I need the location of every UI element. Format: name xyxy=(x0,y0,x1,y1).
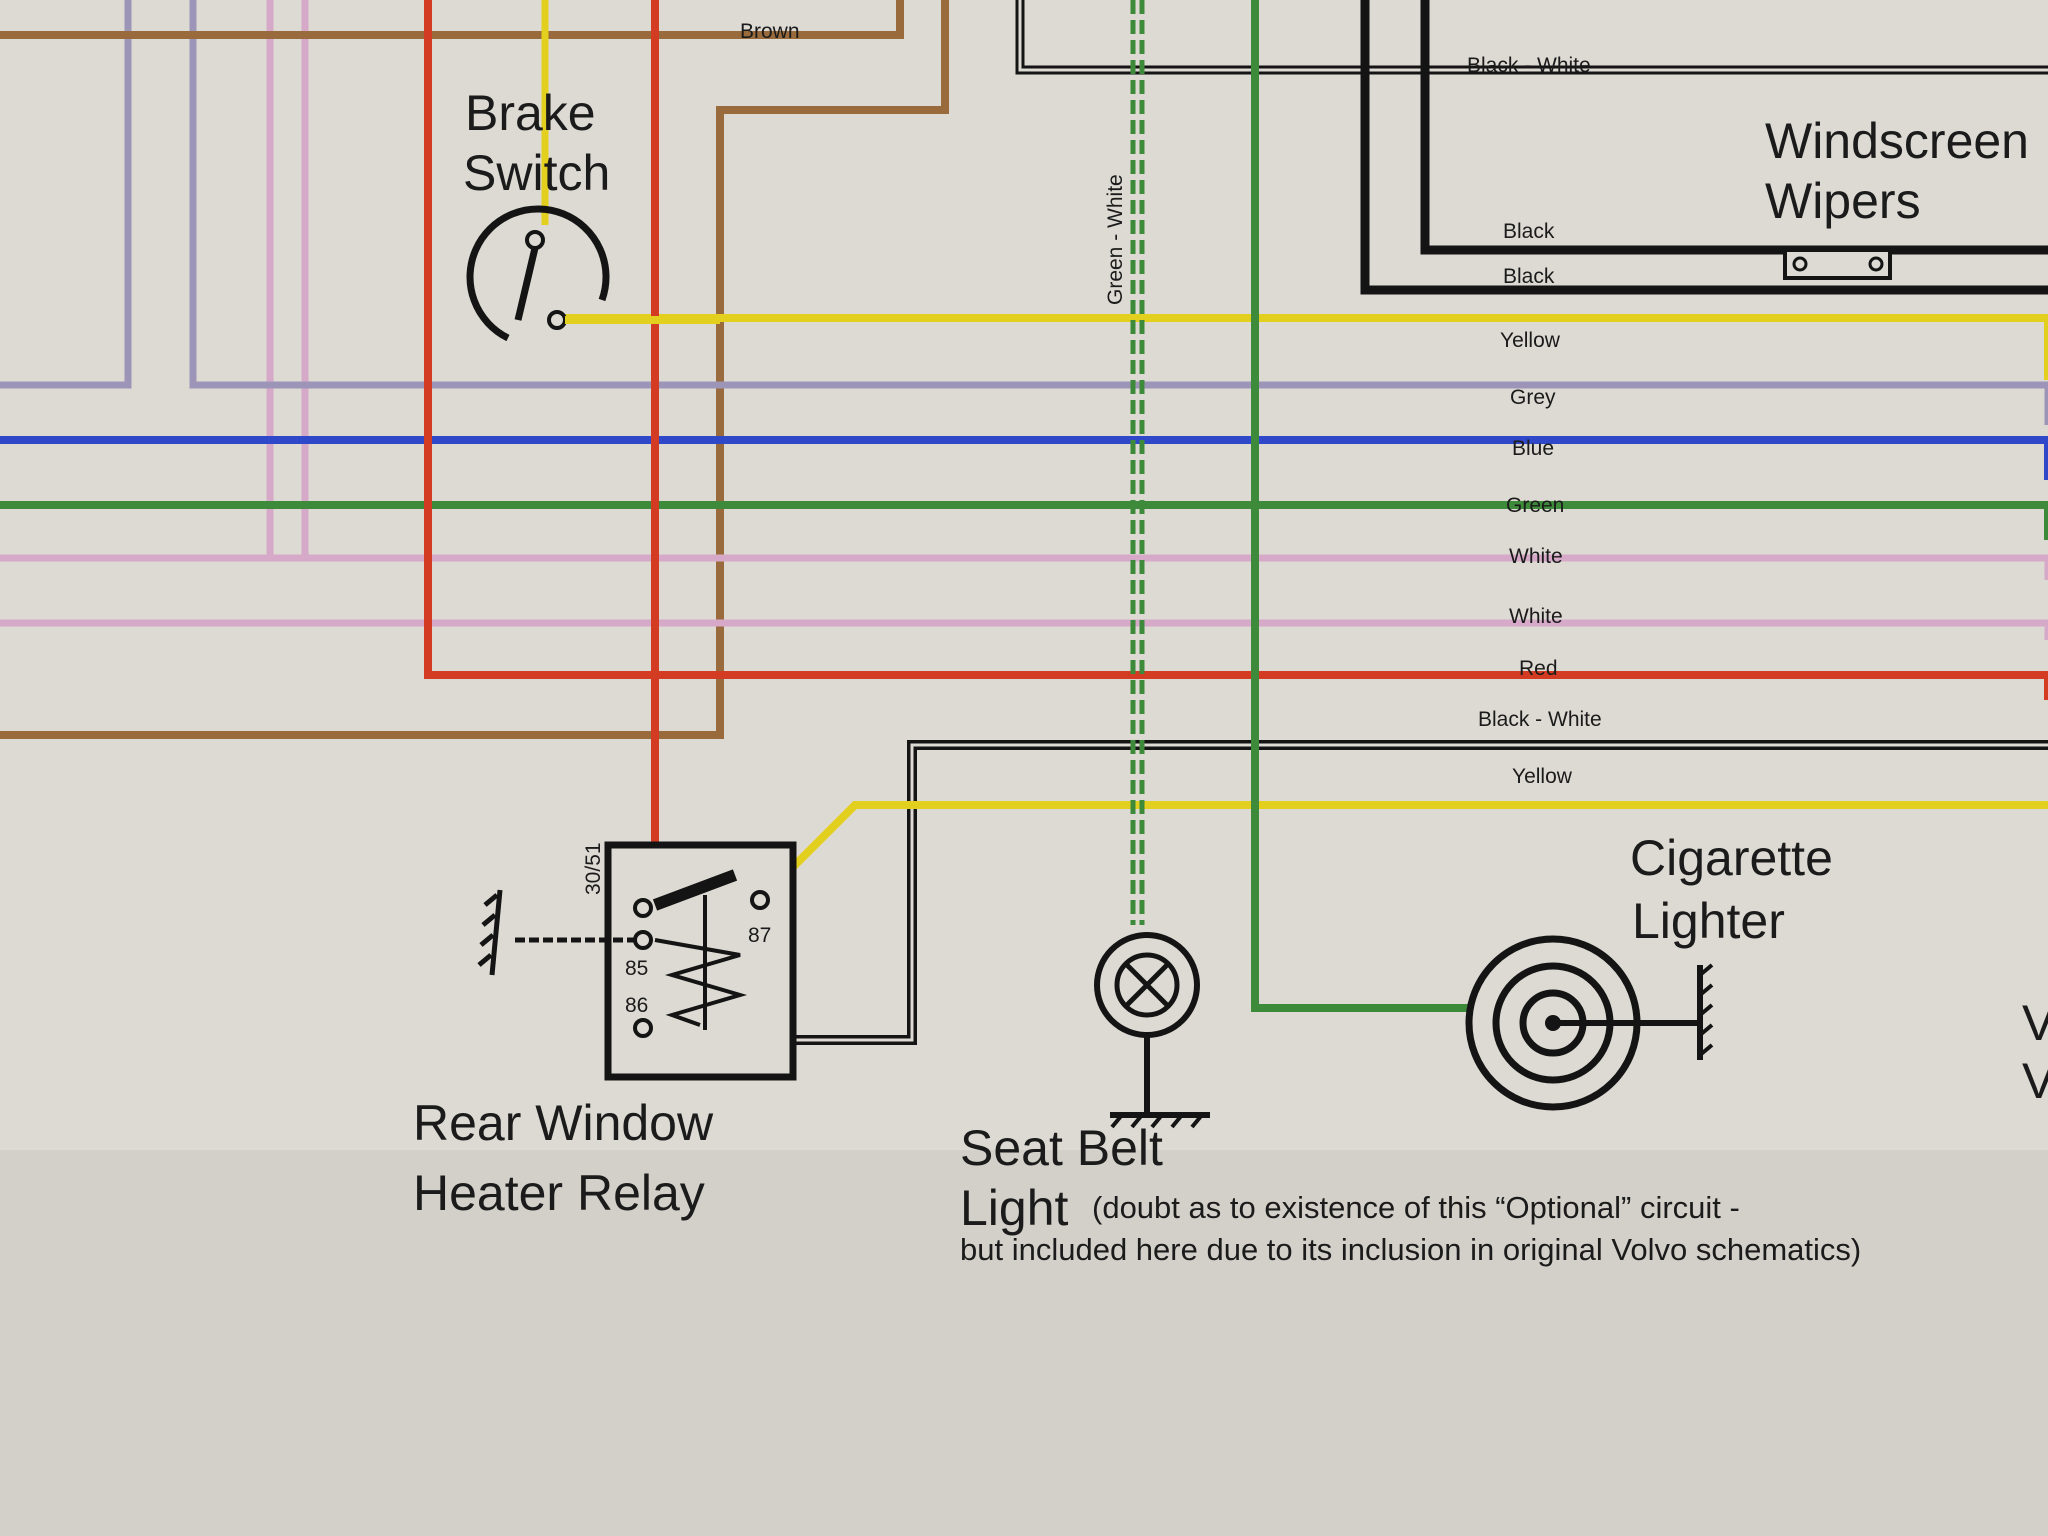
wipers-label-1: Windscreen xyxy=(1765,113,2029,169)
lighter-ground-hatch-3 xyxy=(1698,1003,1714,1017)
seat-belt-label-1: Seat Belt xyxy=(960,1120,1163,1176)
wire-label-black-white-top: Black - White xyxy=(1467,54,1591,77)
lamp-ground-hatch-2 xyxy=(1130,1113,1144,1129)
lamp-ground-hatch-3 xyxy=(1150,1113,1164,1129)
brake-switch-symbol xyxy=(466,205,720,342)
relay-terminal-label-85: 85 xyxy=(625,957,648,980)
wiper-terminal-left xyxy=(1792,256,1808,272)
lighter-label-1: Cigarette xyxy=(1630,830,1833,886)
brake-switch-lever xyxy=(514,247,539,321)
wire-blue-main xyxy=(0,436,2048,480)
wiper-motor-symbol xyxy=(1783,248,1892,280)
brake-switch-contact-top xyxy=(525,230,545,250)
wire-green-lighter xyxy=(1251,0,1470,1012)
relay-ground-bar xyxy=(489,889,503,976)
wire-label-grey: Grey xyxy=(1510,386,1556,409)
relay-label-1: Rear Window xyxy=(413,1095,714,1151)
lamp-cross-2 xyxy=(1124,962,1170,1008)
seat-belt-note-2: but included here due to its inclusion i… xyxy=(960,1232,1861,1267)
paper-shade xyxy=(0,1150,2048,1536)
relay-terminal-85 xyxy=(633,930,653,950)
wire-red-main xyxy=(424,0,2048,700)
relay-terminal-30 xyxy=(633,898,653,918)
wiper-wires xyxy=(1015,0,2048,295)
wiper-terminal-right xyxy=(1868,256,1884,272)
cigarette-lighter-symbol xyxy=(1465,935,1714,1111)
seat-belt-label-2: Light xyxy=(960,1180,1069,1236)
brake-switch-contact-bottom xyxy=(547,310,567,330)
relay-ground-tick-2 xyxy=(481,913,497,927)
wire-label-white-2: White xyxy=(1509,605,1563,628)
wire-black-2 xyxy=(1360,0,2048,295)
wipers-label-2: Wipers xyxy=(1765,173,1921,229)
relay-terminal-label-87: 87 xyxy=(748,924,771,947)
wire-grey-main xyxy=(193,381,2048,425)
wire-label-white-1: White xyxy=(1509,545,1563,568)
wire-green-white xyxy=(1130,0,1145,925)
lighter-ground-hatch xyxy=(1698,963,1714,1057)
relay-ground-tick-4 xyxy=(477,953,493,967)
wire-yellow-main xyxy=(565,314,2048,380)
relay-symbol xyxy=(477,841,797,1081)
wire-label-black-1: Black xyxy=(1503,220,1555,243)
relay-switch-arm xyxy=(652,869,738,911)
relay-terminal-86 xyxy=(633,1018,653,1038)
right-edge-label-2: V xyxy=(2022,1053,2048,1109)
wire-label-black-white-2: Black - White xyxy=(1478,708,1602,731)
wire-brown-top xyxy=(0,0,904,39)
brake-switch-arc xyxy=(466,205,610,342)
wire-white-main-1 xyxy=(0,554,2048,580)
wire-label-brown: Brown xyxy=(740,20,800,43)
relay-terminal-label-86: 86 xyxy=(625,994,648,1017)
wire-grey-left-1 xyxy=(0,0,132,389)
wire-label-red: Red xyxy=(1519,657,1558,680)
wire-label-yellow-1: Yellow xyxy=(1500,329,1561,352)
right-edge-label-1: V xyxy=(2022,995,2048,1051)
relay-terminal-87 xyxy=(750,890,770,910)
wire-black-white-top-inner xyxy=(1018,0,2048,72)
wire-label-green: Green xyxy=(1506,494,1564,517)
lighter-ground-hatch-1 xyxy=(1698,963,1714,977)
lamp-ground-hatch-1 xyxy=(1110,1113,1124,1129)
relay-terminal-label-30-51: 30/51 xyxy=(582,842,605,895)
wire-label-blue: Blue xyxy=(1512,437,1554,460)
relay-ground-tick-1 xyxy=(483,893,499,907)
relay-ground-tick-3 xyxy=(479,933,495,947)
lighter-ground-hatch-2 xyxy=(1698,983,1714,997)
lamp-inner xyxy=(1114,952,1180,1018)
seat-belt-light-symbol xyxy=(1094,932,1210,1129)
wire-label-black-2: Black xyxy=(1503,265,1555,288)
lamp-ground-hatch-5 xyxy=(1190,1113,1204,1129)
lighter-label-2: Lighter xyxy=(1632,893,1785,949)
wire-label-green-white: Green - White xyxy=(1104,174,1127,305)
brake-switch-label-2: Switch xyxy=(463,145,610,201)
relay-label-2: Heater Relay xyxy=(413,1165,705,1221)
lighter-ground-hatch-5 xyxy=(1698,1043,1714,1057)
relay-ground-icon xyxy=(477,889,503,976)
lighter-ground-hatch-4 xyxy=(1698,1023,1714,1037)
seat-belt-note-1: (doubt as to existence of this “Optional… xyxy=(1092,1190,1740,1225)
wire-white-main-2 xyxy=(0,619,2048,640)
brake-switch-label-1: Brake xyxy=(465,85,596,141)
lamp-ground-hatch xyxy=(1110,1113,1204,1129)
wire-green-main xyxy=(0,501,2048,540)
wire-brown-loop xyxy=(0,0,949,739)
wire-label-yellow-2: Yellow xyxy=(1512,765,1573,788)
lamp-ground-hatch-4 xyxy=(1170,1113,1184,1129)
